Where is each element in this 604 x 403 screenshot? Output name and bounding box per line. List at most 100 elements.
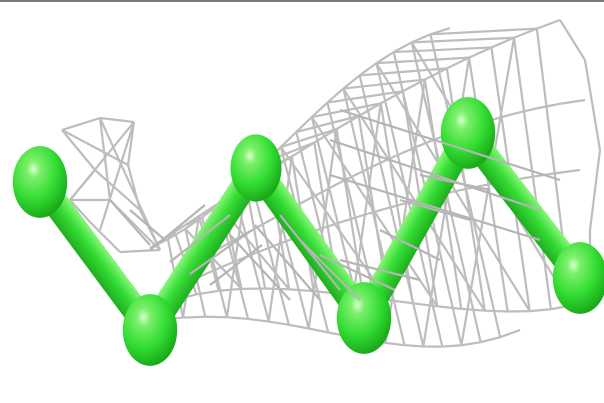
mesh-wire bbox=[189, 229, 253, 275]
mesh-wire bbox=[289, 288, 314, 293]
mesh-wire bbox=[342, 74, 361, 90]
mesh-wire bbox=[295, 116, 313, 133]
mesh-wire bbox=[350, 165, 374, 178]
mesh-wire bbox=[484, 309, 508, 313]
mesh-wire bbox=[491, 36, 515, 49]
mesh-wire bbox=[430, 27, 537, 36]
mesh-wire bbox=[529, 308, 552, 313]
atoms-group bbox=[12, 97, 604, 366]
atom-sphere bbox=[336, 282, 392, 354]
mesh-wire bbox=[167, 231, 176, 240]
mesh-wire bbox=[99, 116, 135, 124]
mesh-wire bbox=[375, 51, 395, 65]
mesh-wire bbox=[119, 248, 161, 254]
mesh-wire bbox=[319, 254, 396, 291]
mesh-wire bbox=[379, 229, 441, 261]
mesh-wire bbox=[339, 108, 561, 182]
mesh-wire bbox=[399, 198, 471, 222]
mesh-wire bbox=[342, 88, 486, 312]
mesh-wire bbox=[527, 172, 554, 179]
mesh-wire bbox=[442, 344, 462, 348]
mesh-wire bbox=[265, 287, 290, 291]
mesh-wire bbox=[393, 41, 413, 54]
mesh-wire bbox=[98, 121, 136, 231]
mesh-wire bbox=[205, 315, 227, 319]
atom-sphere bbox=[122, 294, 178, 366]
mesh-wire bbox=[126, 121, 136, 166]
mesh-wire bbox=[247, 317, 269, 323]
mesh-wire bbox=[329, 173, 541, 242]
mesh-wire bbox=[61, 129, 96, 171]
atom-sphere bbox=[230, 134, 282, 202]
mesh-wire bbox=[446, 56, 470, 70]
mesh-wire bbox=[358, 62, 378, 77]
mesh-wire bbox=[129, 209, 166, 241]
mesh-wire bbox=[308, 327, 329, 334]
mesh-wire bbox=[513, 27, 538, 39]
atom-sphere bbox=[12, 146, 68, 218]
mesh-wire bbox=[326, 87, 345, 104]
mesh-wire bbox=[339, 258, 421, 282]
mesh-wire bbox=[468, 46, 492, 59]
mesh-wire bbox=[379, 103, 414, 304]
mesh-wire bbox=[363, 207, 387, 217]
bond-cylinder bbox=[143, 165, 263, 333]
bond bbox=[250, 165, 370, 321]
mesh-wire bbox=[307, 186, 331, 201]
mesh-wire bbox=[267, 156, 293, 322]
mesh-wire bbox=[411, 33, 431, 44]
mesh-wire bbox=[149, 204, 206, 251]
mesh-wire bbox=[359, 67, 447, 77]
mesh-wire bbox=[375, 62, 531, 312]
mesh-wire bbox=[536, 18, 561, 30]
mesh-wire bbox=[69, 121, 135, 201]
mesh-wire bbox=[61, 116, 101, 132]
mesh-wire bbox=[226, 316, 249, 321]
atom-sphere bbox=[440, 97, 496, 169]
mesh-wire bbox=[534, 102, 560, 110]
bond bbox=[34, 179, 156, 333]
mesh-wire bbox=[61, 129, 129, 166]
mesh-wire bbox=[280, 128, 337, 149]
mesh-wire bbox=[229, 234, 291, 301]
mesh-wire bbox=[254, 224, 321, 301]
mesh-wire bbox=[358, 102, 382, 117]
mesh-wire bbox=[372, 155, 396, 168]
mesh-wire bbox=[109, 199, 151, 246]
mesh-wire bbox=[437, 305, 462, 310]
mesh-wire bbox=[385, 341, 405, 347]
mesh-wire bbox=[342, 88, 406, 346]
mesh-wire bbox=[268, 320, 290, 326]
mesh-wire bbox=[184, 215, 200, 230]
mesh-wire bbox=[509, 107, 535, 116]
mesh-wire bbox=[394, 145, 418, 158]
mesh-wire bbox=[341, 213, 365, 223]
mesh-wire bbox=[169, 214, 231, 263]
mesh-wire bbox=[385, 201, 409, 210]
mesh-wire bbox=[559, 98, 586, 105]
mesh-wire bbox=[559, 19, 586, 61]
mesh-wire bbox=[424, 67, 448, 81]
mesh-wire bbox=[416, 136, 441, 148]
mesh-wire bbox=[209, 244, 263, 286]
mesh-wire bbox=[553, 168, 581, 175]
electron-density-mesh-front bbox=[109, 108, 561, 301]
mesh-wire bbox=[182, 315, 206, 319]
mesh-wire bbox=[69, 199, 91, 223]
mesh-wire bbox=[336, 115, 360, 131]
mesh-wire bbox=[279, 214, 341, 291]
mesh-wire bbox=[329, 138, 541, 212]
mesh-wire bbox=[393, 46, 492, 54]
mesh-wire bbox=[311, 102, 382, 119]
mesh-wire bbox=[245, 185, 267, 289]
mesh-wire bbox=[280, 131, 298, 148]
mesh-wire bbox=[94, 169, 141, 211]
bond-cylinder bbox=[34, 179, 156, 333]
mesh-wire bbox=[499, 328, 521, 339]
mesh-wire bbox=[404, 344, 424, 348]
mesh-wire bbox=[299, 239, 361, 301]
mesh-wire bbox=[212, 260, 235, 272]
mesh-wire bbox=[288, 323, 309, 330]
mesh-wire bbox=[583, 59, 602, 151]
